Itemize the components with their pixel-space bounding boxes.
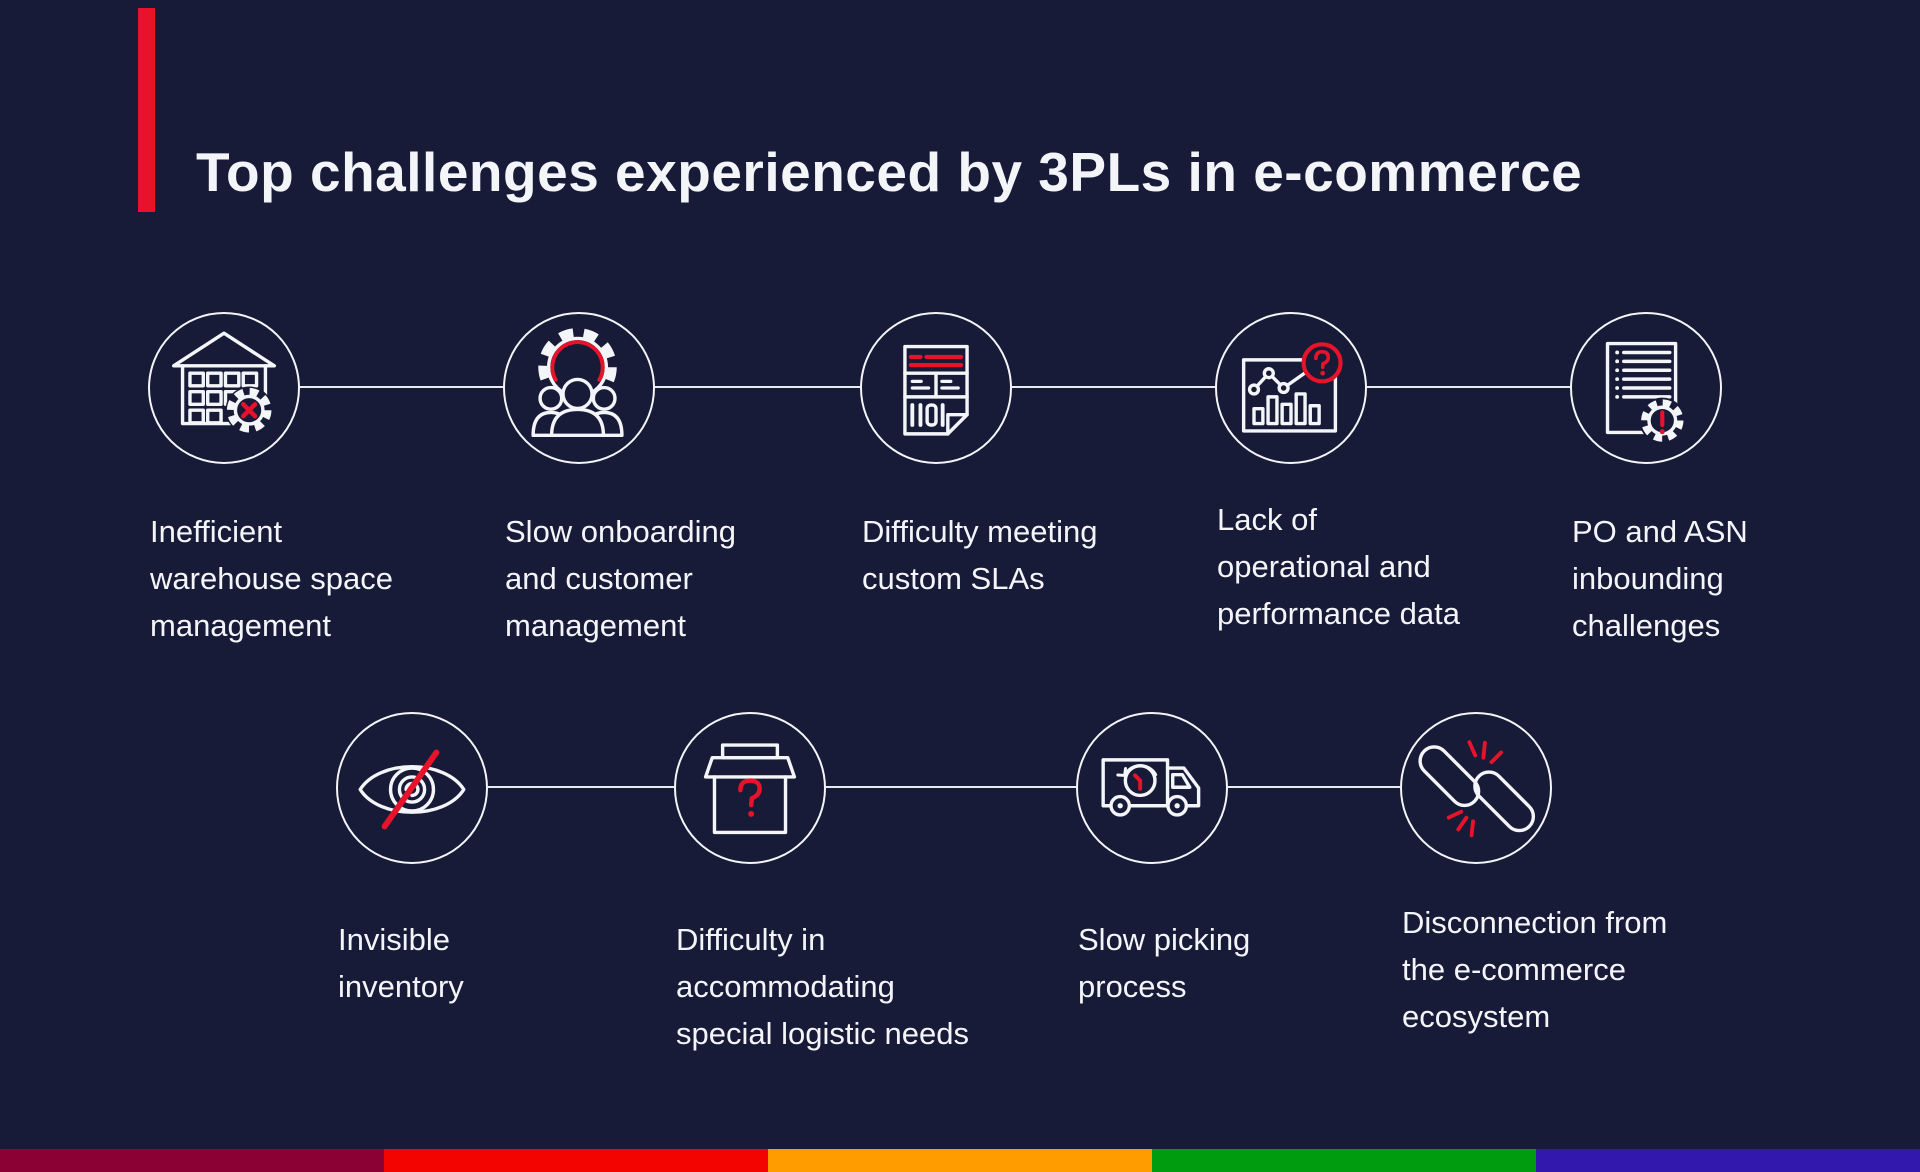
challenge-item: Slow picking process — [1076, 712, 1496, 1004]
challenge-label: Difficulty in accommodating special logi… — [676, 922, 969, 1051]
challenge-label: Slow onboarding and customer management — [505, 514, 736, 643]
challenge-circle — [1400, 712, 1552, 864]
sla-document-icon — [903, 344, 969, 436]
stripe-segment-5 — [1536, 1149, 1920, 1172]
broken-chain-icon — [1418, 740, 1536, 838]
challenge-item: Slow onboarding and customer management — [503, 312, 923, 643]
stripe-segment-4 — [1152, 1149, 1536, 1172]
challenge-circle — [503, 312, 655, 464]
title-accent-bar — [138, 8, 155, 212]
connector-line — [1367, 386, 1570, 388]
challenge-label: PO and ASN inbounding challenges — [1572, 514, 1748, 643]
challenge-circle — [674, 712, 826, 864]
challenge-label: Invisible inventory — [338, 922, 464, 1004]
challenge-circle — [336, 712, 488, 864]
footer-stripe — [0, 1149, 1920, 1172]
customers-gear-icon — [531, 327, 624, 438]
connector-line — [655, 386, 860, 388]
challenge-label: Slow picking process — [1078, 922, 1251, 1004]
challenge-item: Invisible inventory — [336, 712, 756, 1004]
challenge-item: PO and ASN inbounding challenges — [1570, 312, 1920, 643]
connector-line — [1228, 786, 1400, 788]
challenge-item: Inefficient warehouse space management — [148, 312, 568, 643]
stripe-segment-3 — [768, 1149, 1152, 1172]
eye-slash-icon — [358, 749, 466, 830]
document-gear-alert-icon — [1605, 341, 1686, 444]
challenge-item: Lack of operational and performance data — [1215, 312, 1635, 631]
stripe-segment-1 — [0, 1149, 384, 1172]
challenge-circle — [148, 312, 300, 464]
connector-line — [826, 786, 1076, 788]
challenge-circle — [860, 312, 1012, 464]
open-box-question-icon — [703, 743, 797, 835]
analytics-question-icon — [1241, 342, 1343, 433]
challenge-item: Difficulty meeting custom SLAs — [860, 312, 1280, 596]
challenge-circle — [1076, 712, 1228, 864]
warehouse-gear-x-icon — [171, 331, 277, 434]
page-title: Top challenges experienced by 3PLs in e-… — [196, 141, 1583, 203]
challenge-circle — [1215, 312, 1367, 464]
truck-clock-icon — [1101, 758, 1201, 817]
connector-line — [300, 386, 503, 388]
connector-line — [488, 786, 674, 788]
challenge-item: Difficulty in accommodating special logi… — [674, 712, 1094, 1051]
connector-line — [1012, 386, 1215, 388]
challenge-label: Difficulty meeting custom SLAs — [862, 514, 1098, 596]
challenge-item: Disconnection from the e-commerce ecosys… — [1400, 712, 1820, 1034]
challenge-circle — [1570, 312, 1722, 464]
challenge-label: Lack of operational and performance data — [1217, 502, 1460, 631]
stripe-segment-2 — [384, 1149, 768, 1172]
challenge-label: Inefficient warehouse space management — [150, 514, 393, 643]
challenge-label: Disconnection from the e-commerce ecosys… — [1402, 905, 1668, 1034]
